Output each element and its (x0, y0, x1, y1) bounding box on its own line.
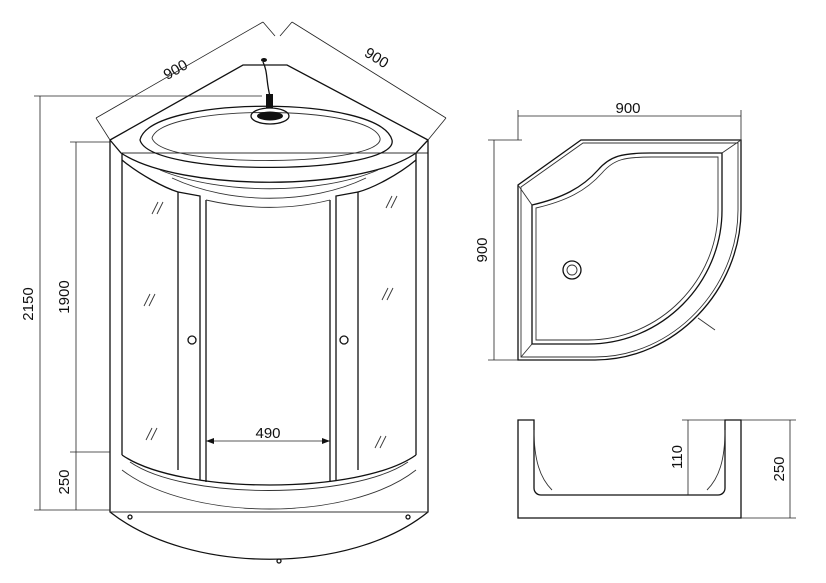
dimension-label: 900 (474, 237, 491, 262)
dimension-width-right: 900 (279, 21, 447, 141)
dimension-label: 250 (771, 456, 788, 481)
dimension-section-height: 250 (741, 419, 796, 519)
dimension-tray-depth: 900 (474, 139, 522, 361)
dimension-label: 490 (255, 425, 280, 442)
dimension-tray-width: 900 (517, 100, 742, 140)
dimension-width-left: 900 (95, 21, 276, 141)
cabin-tray-base (109, 455, 429, 564)
glass-reflection-icon (143, 195, 398, 449)
tray-top-view (517, 139, 742, 361)
tray-section-view (517, 419, 742, 519)
shower-head-icon (250, 58, 290, 125)
dimension-label: 250 (56, 469, 73, 494)
dimension-inner-depth: 110 (669, 419, 725, 495)
dimension-label: 1900 (56, 280, 73, 313)
cabin-front-view (109, 58, 429, 564)
dimension-glass-height: 1900 (56, 141, 110, 453)
dimension-total-height: 2150 (20, 95, 262, 511)
cabin-roof (109, 64, 429, 199)
cabin-glass-frame (109, 140, 429, 491)
dimension-tray-height: 250 (56, 452, 77, 510)
dimension-label: 2150 (20, 287, 37, 320)
door-handle-icon (187, 335, 349, 345)
dimension-label: 110 (669, 445, 686, 469)
dimension-door-opening: 490 (206, 425, 330, 444)
dimension-label: 900 (161, 56, 191, 83)
dimension-label: 900 (615, 100, 640, 117)
drain-icon (562, 260, 582, 280)
